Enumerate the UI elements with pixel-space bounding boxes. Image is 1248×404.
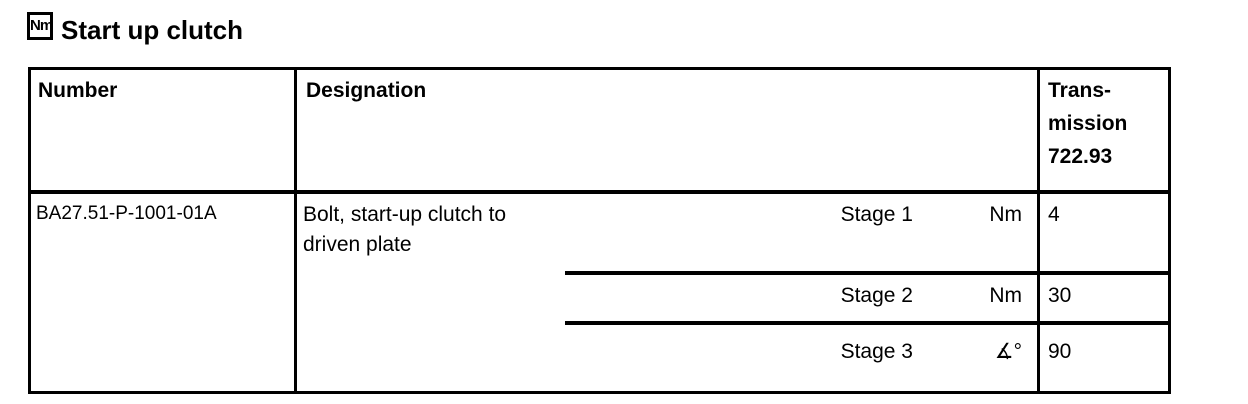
column-divider-designation-transmission <box>1037 67 1040 394</box>
part-number-cell: BA27.51-P-1001-01A <box>36 203 217 224</box>
stage3-angle-unit: ∡° <box>994 340 1022 363</box>
section-title: Start up clutch <box>61 15 244 45</box>
stage3-label: Stage 3 <box>840 340 913 363</box>
designation-cell: Bolt, start-up clutch to driven plate <box>303 200 506 260</box>
column-header-designation: Designation <box>306 79 427 102</box>
column-header-transmission: Trans- mission 722.93 <box>1048 74 1163 173</box>
stage2-label: Stage 2 <box>840 284 913 307</box>
torque-table-border <box>28 67 1171 394</box>
stage3-value: 90 <box>1048 340 1072 363</box>
stage2-value: 30 <box>1048 284 1072 307</box>
stage1-label: Stage 1 <box>840 203 913 226</box>
column-header-transmission-line1: Trans- <box>1048 79 1112 102</box>
column-header-number: Number <box>38 79 118 102</box>
column-header-transmission-line3: 722.93 <box>1048 145 1113 168</box>
designation-line2: driven plate <box>303 233 412 256</box>
stage2-stage3-divider <box>565 321 1171 325</box>
stage1-unit: Nm <box>989 203 1022 226</box>
stage1-value: 4 <box>1048 203 1060 226</box>
designation-line1: Bolt, start-up clutch to <box>303 203 507 226</box>
nm-torque-icon: Nm <box>27 12 53 40</box>
header-row-divider <box>28 190 1171 194</box>
stage2-unit: Nm <box>989 284 1022 307</box>
column-divider-number-designation <box>294 67 297 394</box>
column-header-transmission-line2: mission <box>1048 112 1128 135</box>
stage1-stage2-divider <box>565 271 1171 275</box>
